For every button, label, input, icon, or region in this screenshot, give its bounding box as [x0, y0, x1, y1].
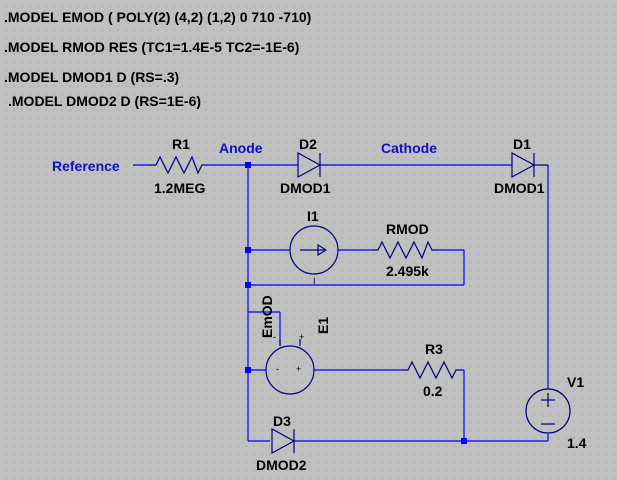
r1-ref[interactable]: R1 [172, 136, 190, 152]
voltage-source-v1[interactable] [525, 388, 571, 434]
r3-value[interactable]: 0.2 [423, 383, 443, 399]
resistor-r1[interactable] [150, 155, 205, 175]
e1-plus-symbol: + [296, 364, 301, 374]
directive-rmod[interactable]: .MODEL RMOD RES (TC1=1.4E-5 TC2=-1E-6) [4, 39, 299, 55]
diode-d2[interactable] [297, 151, 322, 179]
d1-model[interactable]: DMOD1 [494, 180, 545, 196]
e1-model[interactable]: EmOD [259, 295, 275, 338]
d2-ref[interactable]: D2 [299, 136, 317, 152]
controlled-source-e1[interactable] [265, 339, 315, 395]
net-label-cathode[interactable]: Cathode [381, 140, 437, 156]
junction-loop [245, 282, 251, 288]
rmod-ref[interactable]: RMOD [386, 221, 429, 237]
junctions [245, 162, 467, 444]
junction-i1 [245, 247, 251, 253]
junction-bottom [461, 438, 467, 444]
r3-ref[interactable]: R3 [425, 341, 443, 357]
d3-model[interactable]: DMOD2 [256, 457, 307, 473]
d3-ref[interactable]: D3 [273, 413, 291, 429]
d1-ref[interactable]: D1 [513, 136, 531, 152]
directive-emod[interactable]: .MODEL EMOD ( POLY(2) (4,2) (1,2) 0 710 … [4, 9, 311, 25]
e1-ref[interactable]: E1 [315, 317, 331, 334]
i1-pin-label: I [313, 276, 316, 286]
e1-minus-symbol: - [276, 364, 279, 374]
r1-value[interactable]: 1.2MEG [154, 180, 205, 196]
junction-e1 [245, 367, 251, 373]
directive-dmod2[interactable]: .MODEL DMOD2 D (RS=1E-6) [8, 93, 201, 109]
v1-ref[interactable]: V1 [567, 374, 584, 390]
i1-ref[interactable]: I1 [307, 208, 319, 224]
directive-dmod1[interactable]: .MODEL DMOD1 D (RS=.3) [4, 69, 179, 85]
current-source-i1[interactable] [289, 225, 339, 275]
rmod-value[interactable]: 2.495k [386, 263, 429, 279]
v1-value[interactable]: 1.4 [567, 435, 587, 451]
diode-d1[interactable] [511, 151, 548, 179]
e1-pin-plus: + [299, 332, 304, 342]
junction-anode [245, 162, 251, 168]
diode-d3[interactable] [271, 427, 296, 455]
wires [133, 164, 549, 442]
net-label-reference[interactable]: Reference [52, 158, 120, 174]
d2-model[interactable]: DMOD1 [280, 180, 331, 196]
resistor-rmod[interactable] [372, 240, 438, 260]
net-label-anode[interactable]: Anode [219, 140, 263, 156]
resistor-r3[interactable] [402, 360, 462, 380]
e1-pin-minus: - [273, 332, 276, 342]
